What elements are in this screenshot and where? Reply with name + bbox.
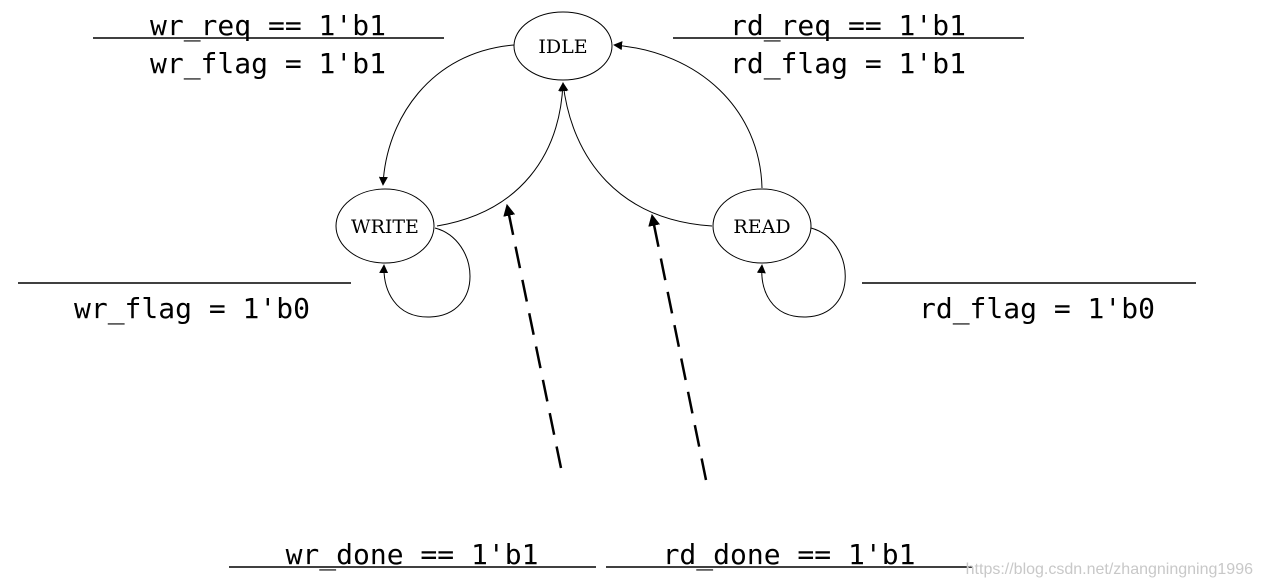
pointer-wr-done (503, 203, 563, 469)
label-write-to-idle: wr_done == 1'b1 (229, 538, 596, 572)
action-wr-flag-clear: wr_flag = 1'b0 (74, 292, 310, 326)
state-write: WRITE (335, 188, 435, 264)
label-idle-to-write: wr_req == 1'b1 wr_flag = 1'b1 (93, 9, 444, 81)
cond-wr-req: wr_req == 1'b1 (150, 9, 386, 43)
watermark-url: https://blog.csdn.net/zhangningning1996 (966, 561, 1253, 578)
label-idle-to-read: rd_req == 1'b1 rd_flag = 1'b1 (673, 9, 1024, 81)
action-wr-flag-set: wr_flag = 1'b1 (150, 47, 386, 81)
state-write-label: WRITE (351, 216, 419, 238)
state-read: READ (712, 188, 812, 264)
state-idle-label: IDLE (538, 36, 587, 58)
state-read-label: READ (733, 216, 790, 238)
self-loop-read (756, 227, 846, 318)
transition-read-to-idle (559, 82, 713, 227)
cond-rd-done: rd_done == 1'b1 (663, 538, 916, 572)
action-rd-flag-set: rd_flag = 1'b1 (730, 47, 966, 81)
cond-wr-done: wr_done == 1'b1 (286, 538, 539, 572)
transition-read-to-idle-upper (613, 41, 763, 189)
label-write-hold: wr_flag = 1'b0 (18, 282, 351, 326)
action-rd-flag-clear: rd_flag = 1'b0 (919, 292, 1155, 326)
label-read-hold: rd_flag = 1'b0 (862, 282, 1196, 326)
cond-rd-req: rd_req == 1'b1 (730, 9, 966, 43)
self-loop-write (379, 227, 471, 318)
state-idle: IDLE (513, 11, 613, 81)
transition-idle-to-write (378, 44, 515, 186)
transition-write-to-idle (436, 82, 568, 227)
pointer-rd-done (648, 213, 708, 481)
label-read-to-idle: rd_done == 1'b1 (606, 538, 973, 572)
